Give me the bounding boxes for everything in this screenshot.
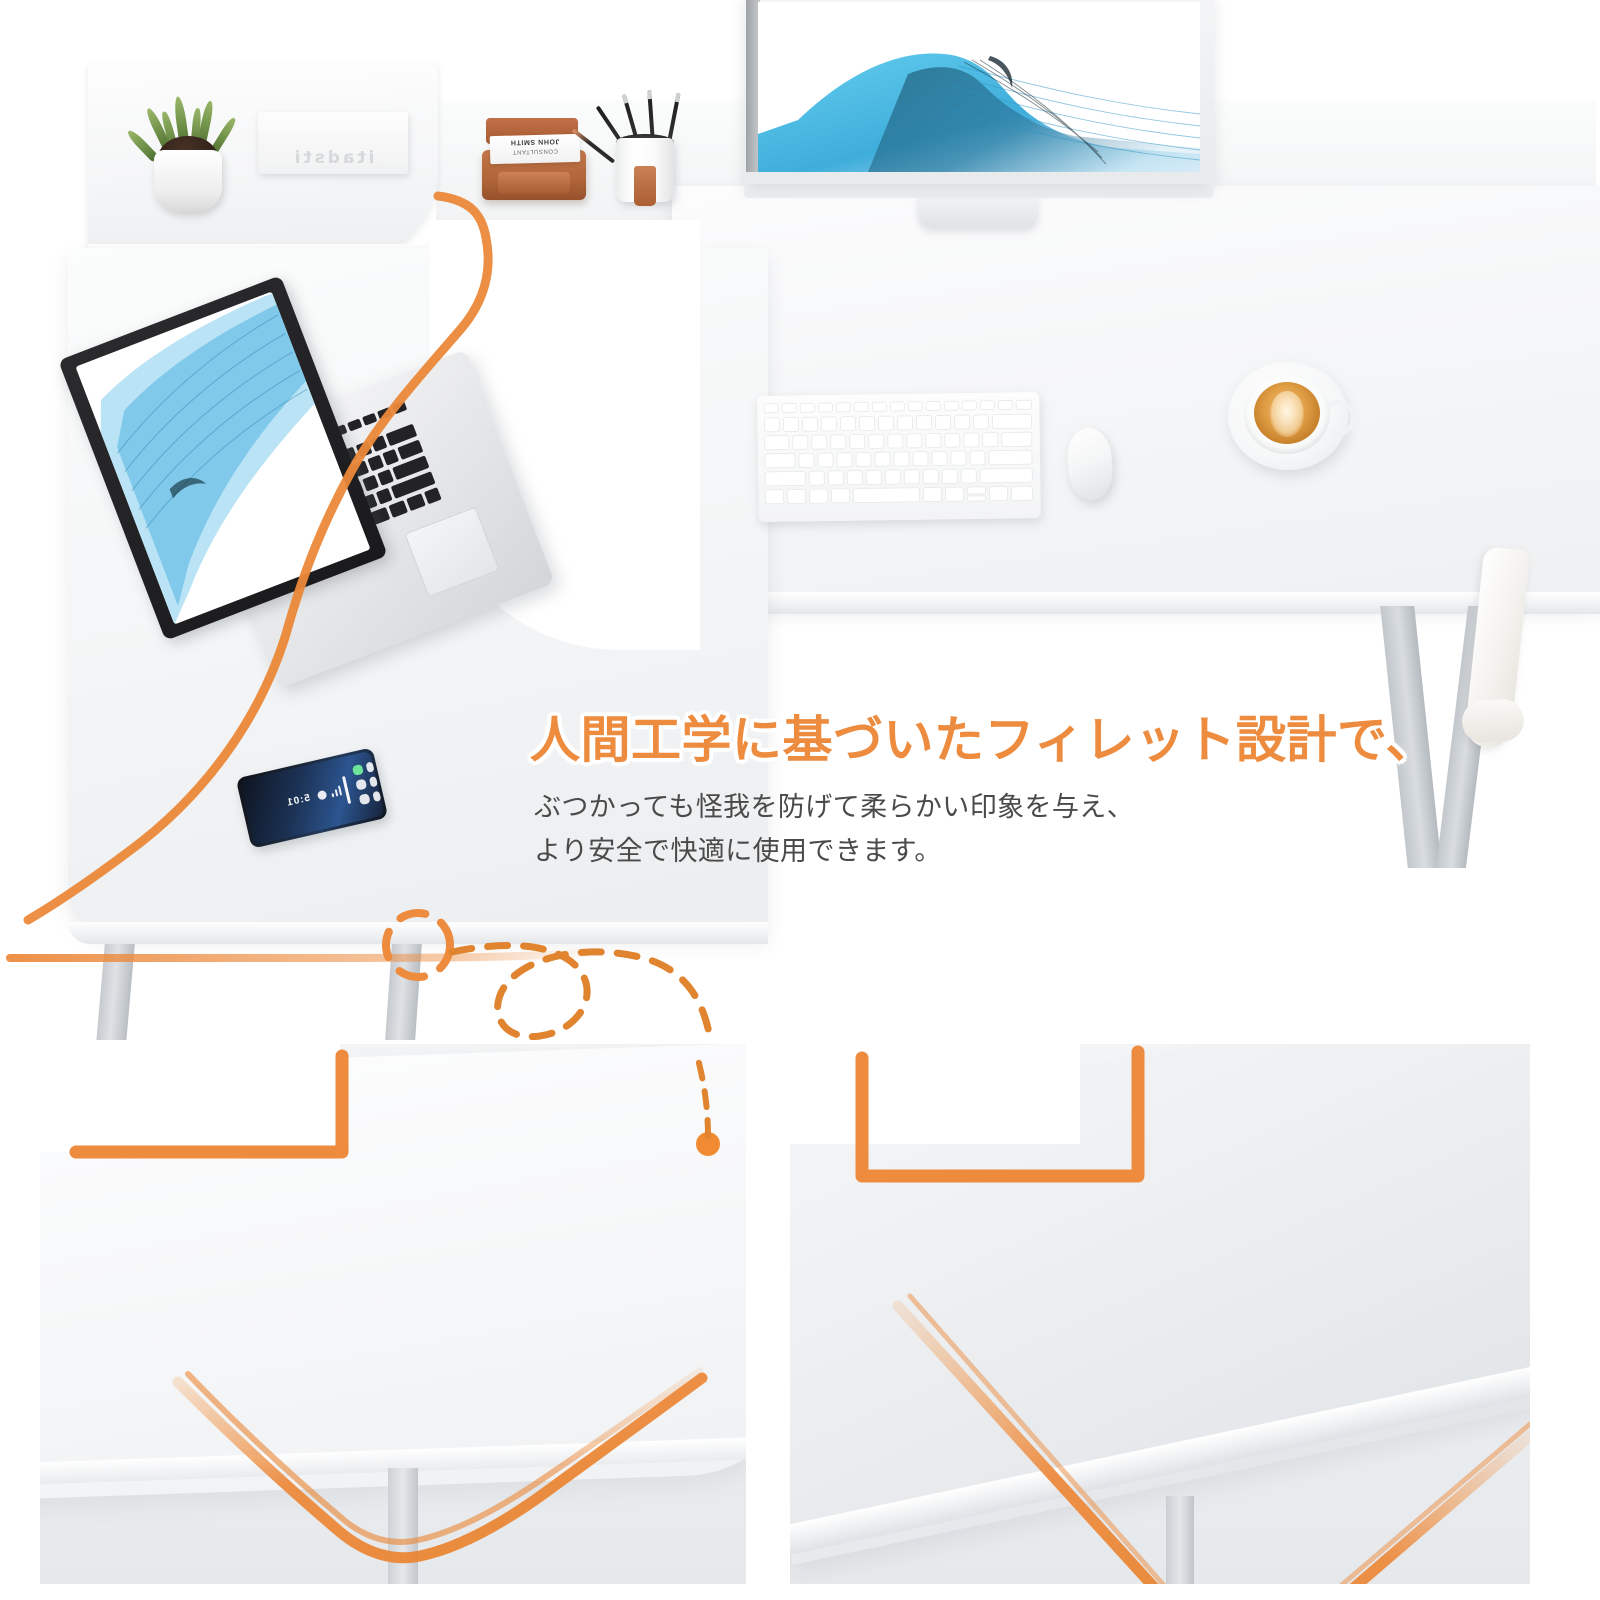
fillet-trace-left-edge (6, 948, 604, 963)
subtext-line-1: ぶつかっても怪我を防げて柔らかい印象を与え、 (534, 792, 1135, 822)
rounded-corner-panel (40, 1044, 746, 1584)
laptop-screen (75, 291, 371, 625)
side-hook-tip (1460, 697, 1526, 745)
monitor-left-frame (746, 0, 760, 172)
coffee-liquid (1254, 382, 1320, 444)
desk-leg-front-left (95, 944, 135, 1040)
monitor-wallpaper-wave (758, 2, 1200, 172)
monitor-screen (758, 2, 1200, 172)
fillet-guide-arrow-path (448, 941, 714, 1040)
business-card: JOHN SMITH CONSULTANT (489, 133, 581, 165)
sharp-corner-panel (790, 1044, 1530, 1584)
hero-scene: itadsti JOHN SMITH CONSULTANT (0, 0, 1600, 1040)
monitor-stand-neck (918, 196, 1038, 228)
sharp-corner-leg (1166, 1496, 1194, 1584)
keyboard (757, 392, 1041, 522)
card-holder-lip (498, 172, 570, 194)
rounded-corner-callout-cutout (40, 1044, 340, 1152)
laptop (58, 275, 555, 700)
rounded-corner-leg (388, 1468, 418, 1584)
storage-box-brand-text: itadsti (291, 148, 375, 168)
storage-box: itadsti (258, 112, 408, 174)
business-card-name: JOHN SMITH (510, 137, 560, 146)
headline: 人間工学に基づいたフィレット設計で、 (530, 712, 1436, 768)
desk-left-wing-edge (68, 922, 768, 944)
latte-art (1270, 391, 1304, 437)
laptop-wallpaper (75, 291, 371, 625)
plant-pot (154, 150, 222, 212)
subtext-line-2: より安全で快適に使用できます。 (534, 835, 942, 866)
desk-main-edge (672, 592, 1600, 614)
desk-leg-front-right (384, 944, 422, 1040)
subtext: ぶつかっても怪我を防げて柔らかい印象を与え、 より安全で快適に使用できます。 (534, 786, 1134, 873)
business-card-role: CONSULTANT (512, 147, 559, 155)
sharp-corner-callout-cutout (790, 1044, 1080, 1144)
pen-cup-leather-accent (634, 166, 656, 206)
keyboard-key-grid (763, 399, 1033, 505)
